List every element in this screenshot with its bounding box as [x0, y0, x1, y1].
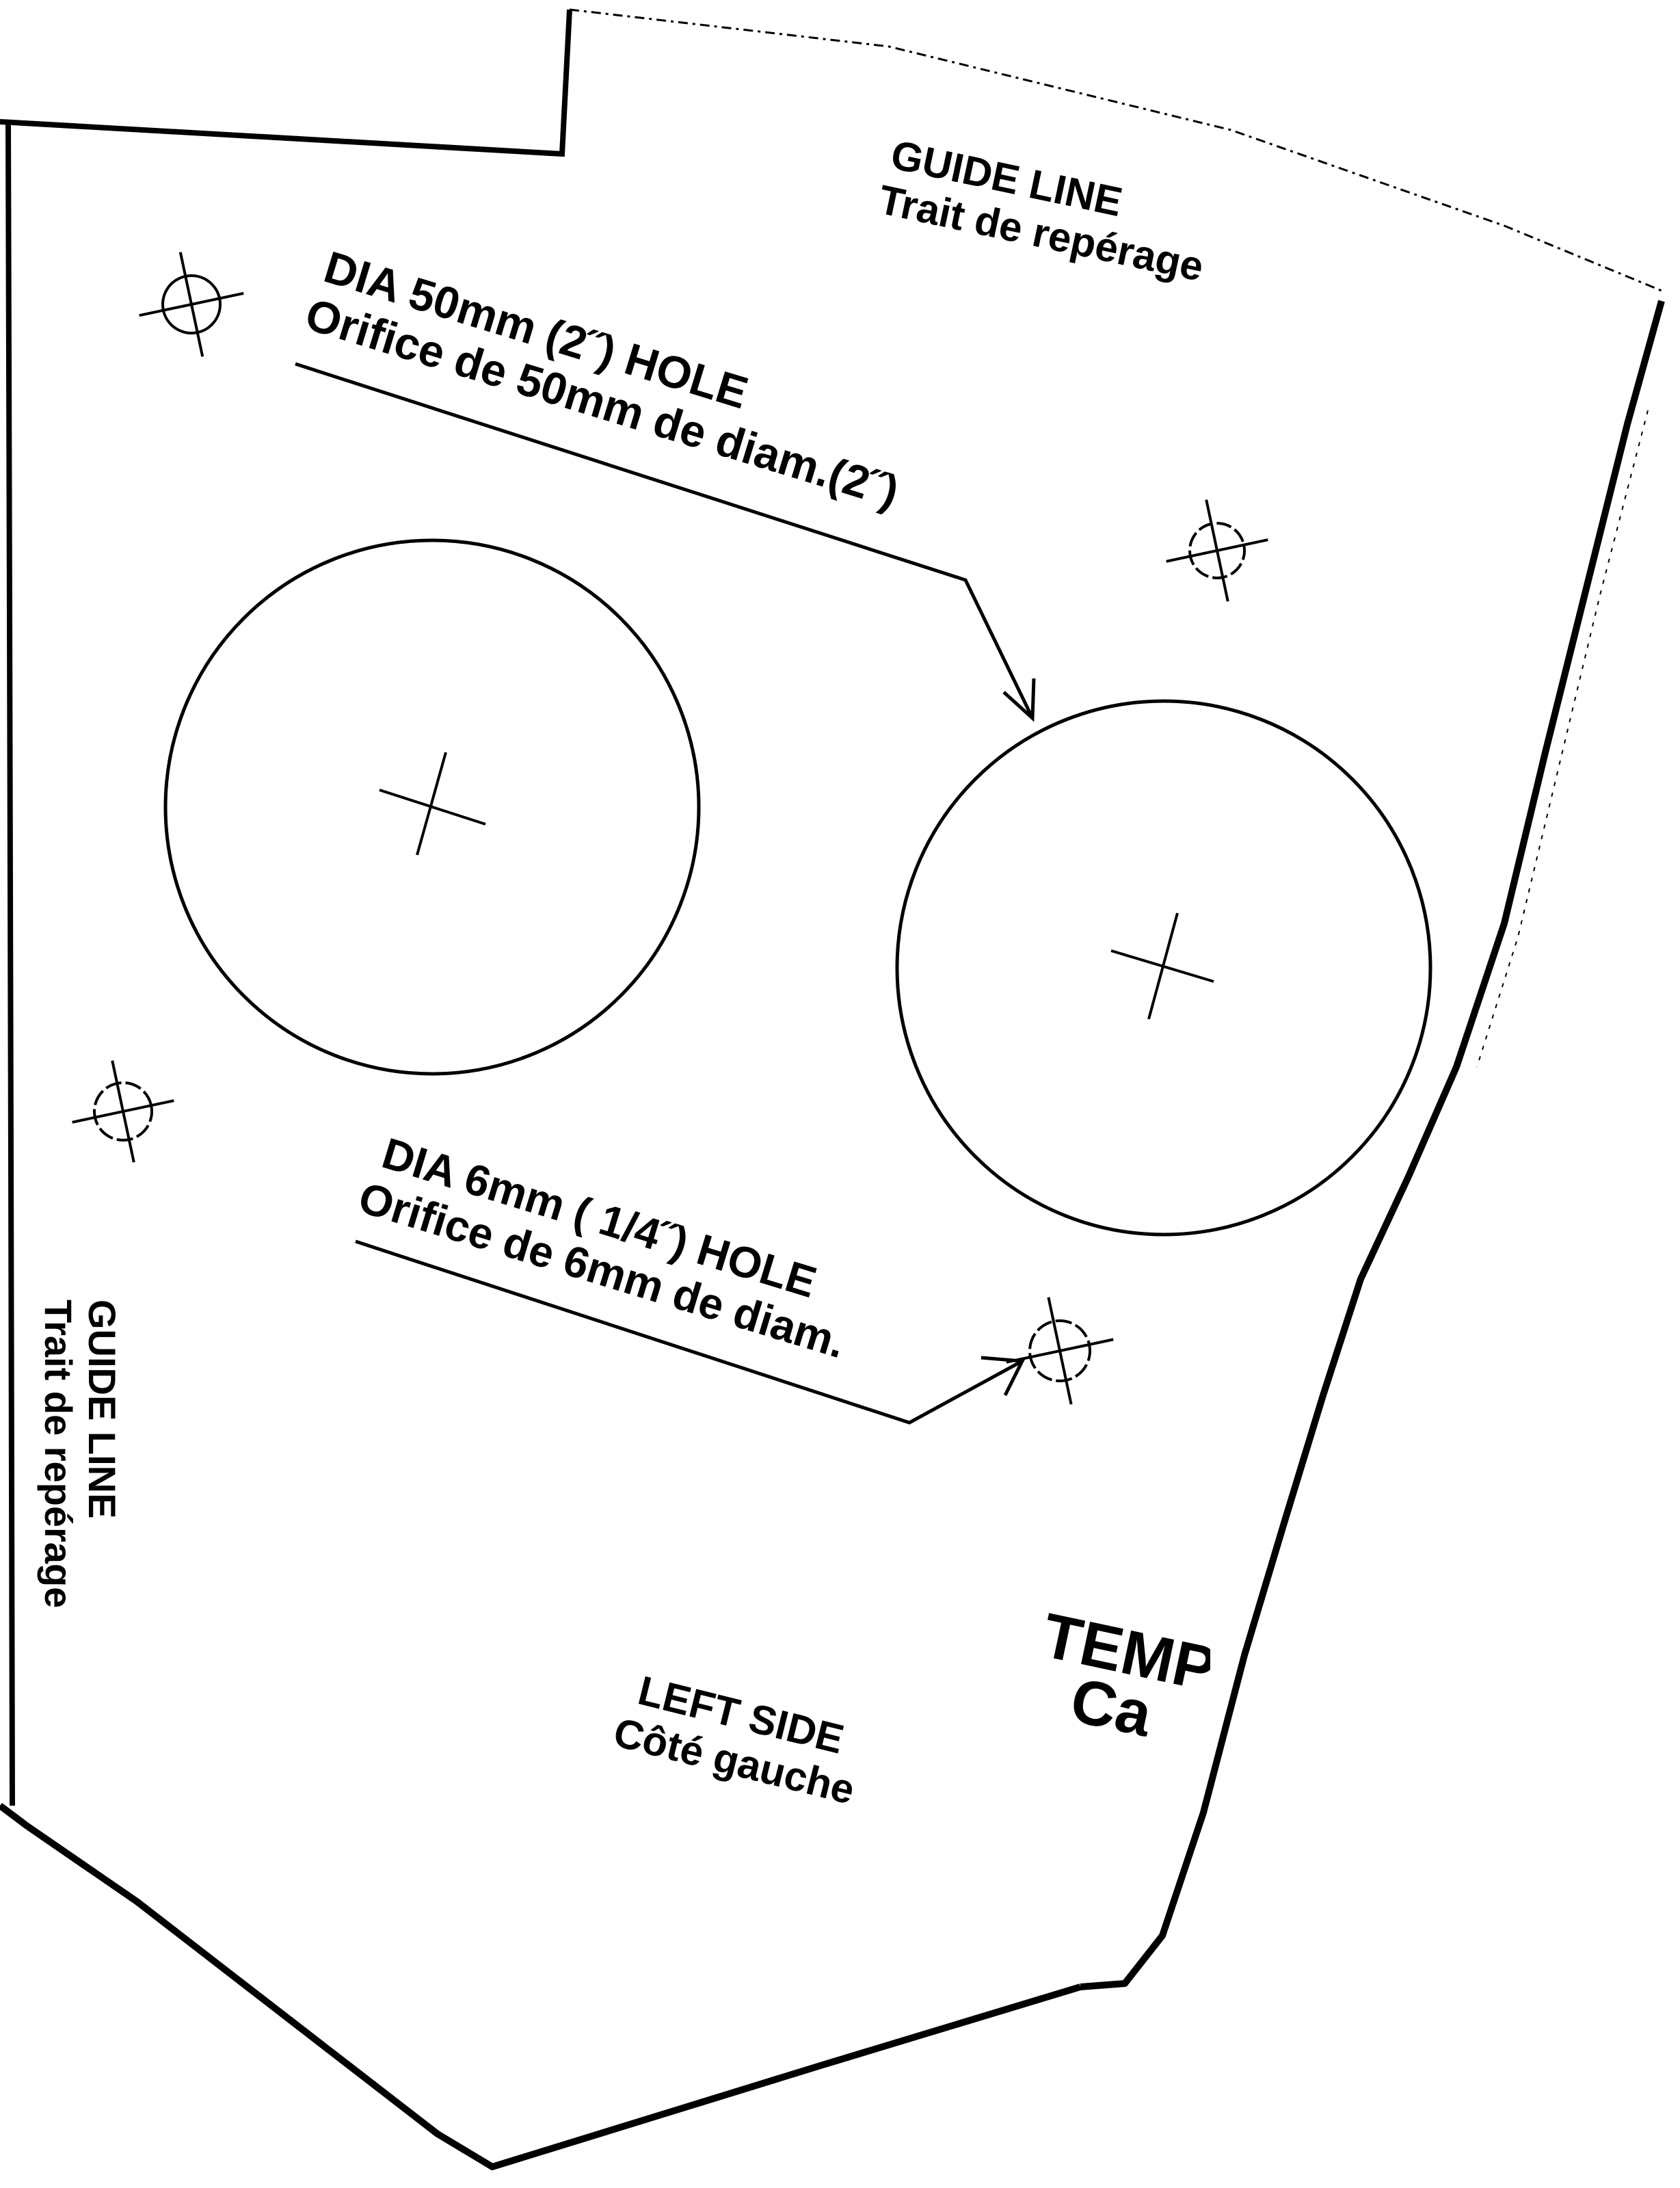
crosshair	[111, 1060, 135, 1163]
leader-arrow-small-hole	[355, 1239, 1025, 1425]
crosshair	[1205, 499, 1229, 602]
leader-line	[355, 1239, 1024, 1425]
template-outline-bottom-edge	[0, 1803, 1082, 2170]
center-mark	[379, 789, 486, 826]
small-hole-marker-bottom-right	[1006, 1297, 1114, 1405]
crosshair	[1047, 1297, 1073, 1405]
hole-circle	[163, 538, 701, 1076]
hole-circle	[895, 699, 1432, 1237]
template-outline-top-edge	[569, 8, 1662, 292]
template-outline-left-edge	[5, 121, 15, 1806]
guide-line-title: GUIDE LINE	[81, 1300, 124, 1518]
hole-large-label: DIA 50mm (2˝) HOLE Orifice de 50mm de di…	[300, 241, 905, 518]
crosshair	[178, 252, 204, 357]
guide-line-left-label: GUIDE LINE Trait de repérage	[37, 1300, 124, 1608]
large-hole-right	[895, 699, 1432, 1237]
arrow-head	[981, 1356, 1025, 1397]
small-hole-marker-left	[72, 1060, 174, 1163]
small-hole-marker-top-left	[139, 252, 244, 357]
leader-line	[295, 362, 1035, 720]
small-hole-marker-top-right	[1166, 499, 1268, 602]
arrow-head	[1002, 678, 1036, 722]
guide-line-subtitle: Trait de repérage	[37, 1300, 80, 1608]
guide-line-top-label: GUIDE LINE Trait de repérage	[875, 131, 1208, 290]
center-mark	[1147, 912, 1179, 1020]
leader-arrow-large-hole	[295, 362, 1036, 722]
template-outline-right-edge	[1080, 300, 1665, 1990]
template-cut-label: TEMP Ca	[1037, 1600, 1210, 1750]
template-outline-right-inner-edge	[1476, 410, 1649, 1068]
template-outline-top-notch	[0, 9, 572, 157]
center-mark	[416, 752, 447, 856]
template-cut-subtitle: Ca	[1065, 1665, 1158, 1750]
left-side-label: LEFT SIDE Côté gauche	[609, 1668, 859, 1813]
large-hole-left	[163, 538, 701, 1076]
hole-small-label: DIA 6mm ( 1/4˝) HOLE Orifice de 6mm de d…	[353, 1129, 851, 1368]
